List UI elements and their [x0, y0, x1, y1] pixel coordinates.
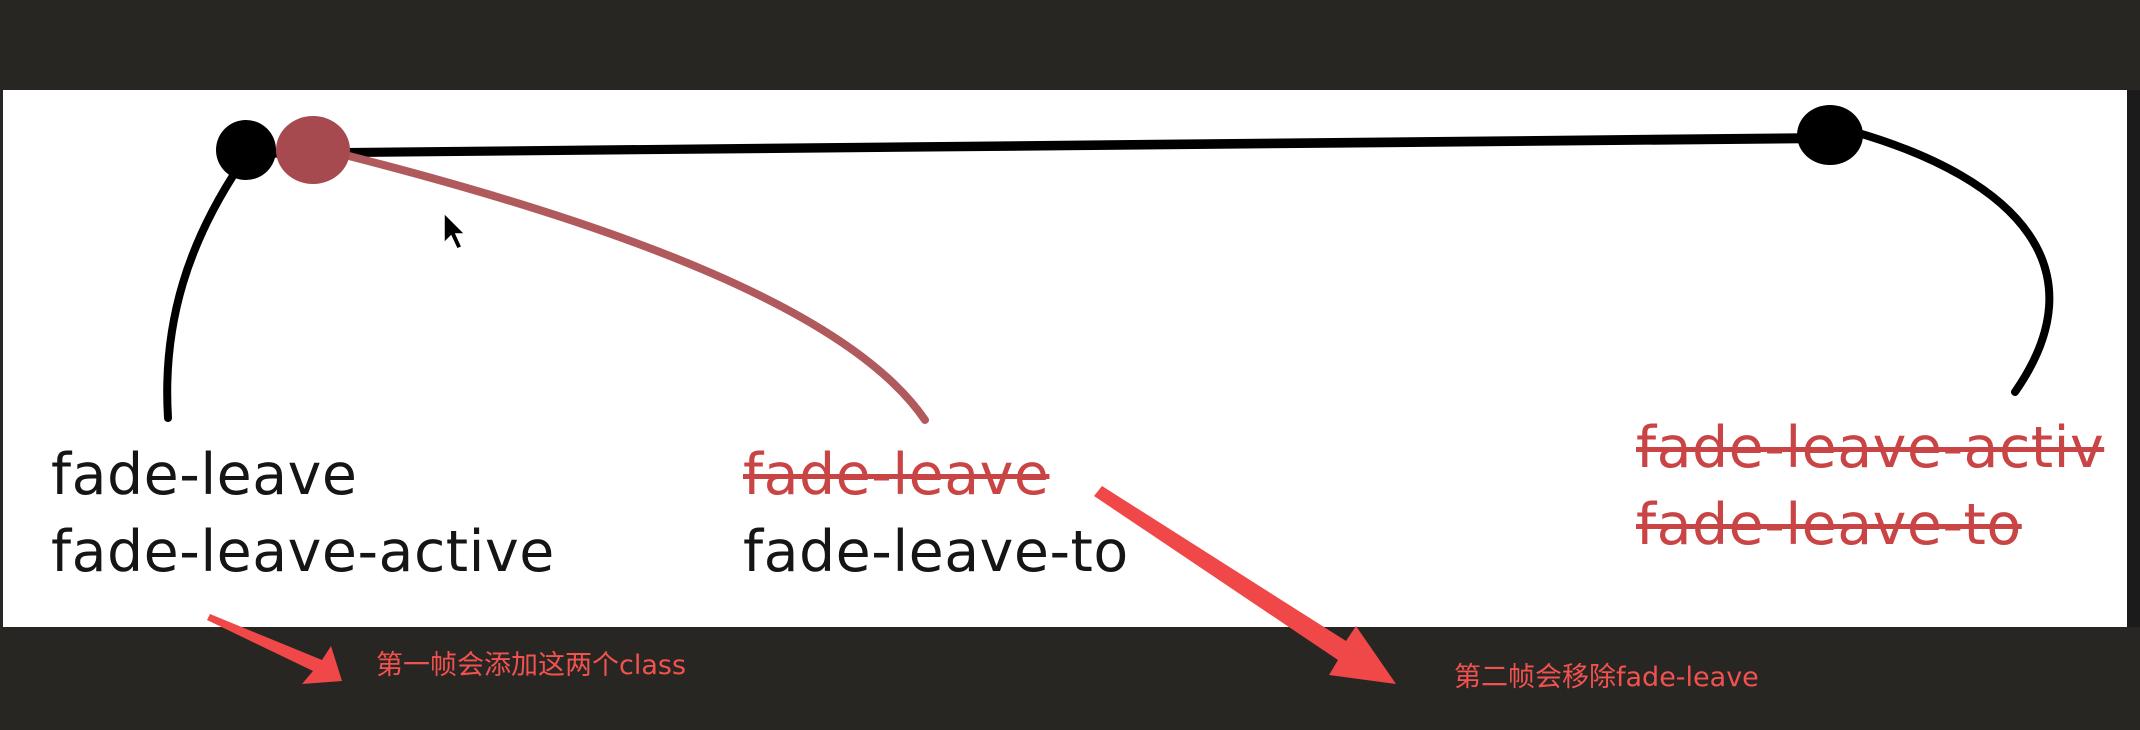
diagram-slide	[3, 90, 2127, 627]
arrow-1-icon	[207, 614, 342, 684]
right-edge-strip	[2127, 90, 2140, 627]
bottom-dark-bar	[0, 627, 2140, 730]
frame1-label-leave: fade-leave	[51, 442, 358, 508]
annotation-second-frame: 第二帧会移除fade-leave	[1454, 662, 1759, 693]
left-curve	[163, 161, 244, 422]
right-curve	[1851, 128, 2054, 396]
annotation-first-frame: 第一帧会添加这两个class	[376, 650, 687, 681]
end-dot	[1797, 105, 1863, 165]
cursor-icon	[443, 211, 467, 250]
frame3-label-leave-to-removed: fade-leave-to	[1636, 492, 2022, 558]
frame1-label-leave-active: fade-leave-active	[51, 519, 555, 585]
timeline-line	[245, 133, 1830, 158]
frame3-label-leave-active-removed: fade-leave-activ	[1636, 415, 2105, 481]
arrow-2-icon	[1094, 486, 1396, 684]
start-dot	[216, 120, 276, 180]
top-dark-bar	[0, 0, 2140, 90]
accent-curve	[341, 151, 929, 424]
frame2-label-leave-to: fade-leave-to	[743, 519, 1129, 585]
accent-dot	[276, 116, 350, 184]
frame2-label-leave-removed: fade-leave	[743, 442, 1050, 508]
